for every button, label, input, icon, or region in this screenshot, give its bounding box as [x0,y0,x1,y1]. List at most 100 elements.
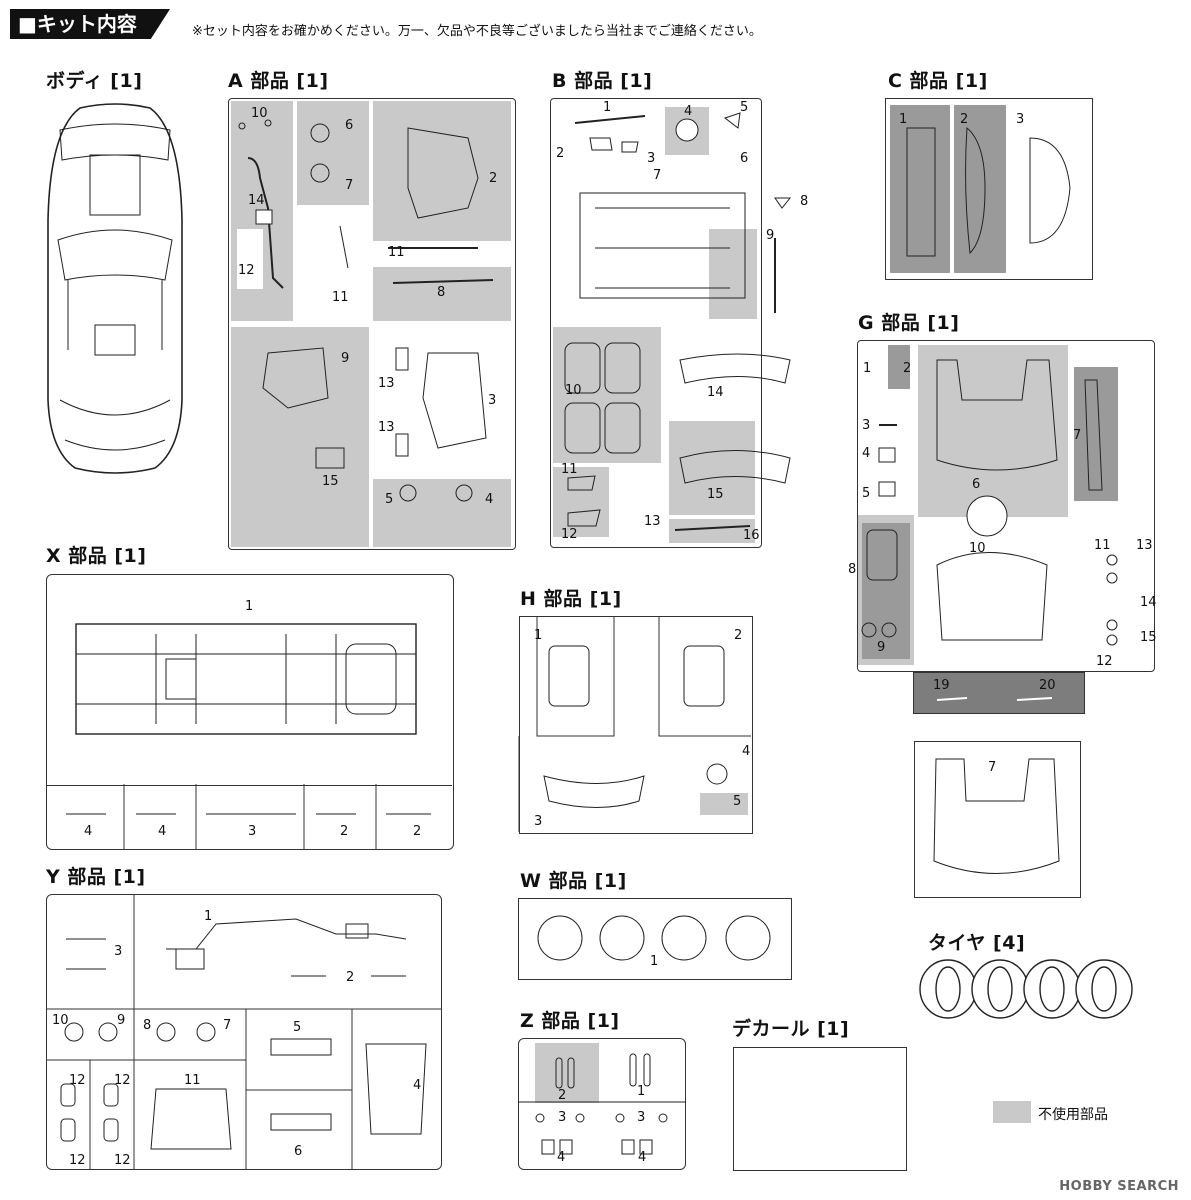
car-body-drawing [47,103,183,474]
tire-title: タイヤ [4] [928,932,1026,954]
c-parts-drawings [906,126,1071,257]
y-num-10: 10 [52,1013,69,1028]
a-cell-6-7 [297,101,369,205]
b-num-12: 12 [561,527,578,542]
b-num-8: 8 [800,194,809,209]
g-num-3: 3 [862,418,871,433]
a-cell-8 [373,267,511,321]
h-num-2: 2 [734,628,743,643]
x-num-4b: 4 [158,824,167,839]
w-parts-title: W 部品 [1] [520,870,627,892]
z-num-4b: 4 [638,1150,647,1165]
z-parts-sprue [518,1038,686,1170]
z-parts-title: Z 部品 [1] [520,1010,620,1032]
a-parts-drawings [238,119,494,502]
y-num-12b: 12 [114,1073,131,1088]
h-parts-drawings [518,616,751,832]
h-num-3: 3 [534,814,543,829]
b-num-13: 13 [644,514,661,529]
c-num-1: 1 [899,112,908,127]
g-num-4: 4 [862,446,871,461]
a-cell-2 [373,101,511,241]
h-num-5: 5 [733,794,742,809]
b-cell-9 [709,229,757,319]
a-num-11b: 11 [332,290,349,305]
kit-contents-note: ※セット内容をお確かめください。万一、欠品や不良等ございましたら当社までご連絡く… [192,24,762,39]
h-parts-sprue [519,616,753,834]
b-num-10: 10 [565,383,582,398]
g-num-7: 7 [1073,428,1082,443]
b-num-3: 3 [647,151,656,166]
y-num-6: 6 [294,1144,303,1159]
x-num-1: 1 [245,599,254,614]
g-num-15: 15 [1140,630,1157,645]
x-num-3: 3 [248,824,257,839]
decal-title: デカール [1] [732,1018,850,1040]
b-parts-drawings [564,112,792,531]
g-cell-7 [1074,367,1118,501]
b-cell-10 [553,327,661,463]
g-part-7-sheet [914,741,1081,898]
g-cell-6 [918,345,1068,517]
a-num-11a: 11 [388,245,405,260]
tire-drawings [919,959,1133,1019]
y-num-8: 8 [143,1018,152,1033]
a-num-4: 4 [485,492,494,507]
g-num-9: 9 [877,640,886,655]
h-cell-5 [700,793,748,815]
body-title: ボディ [1] [46,70,143,92]
z-num-2: 2 [558,1088,567,1103]
z-num-4a: 4 [557,1150,566,1165]
x-parts-title: X 部品 [1] [46,545,147,567]
w-num-1: 1 [650,954,659,969]
g-parts-sprue [857,340,1155,672]
g-num-12: 12 [1096,654,1113,669]
b-parts-title: B 部品 [1] [552,70,653,92]
g-num-2: 2 [903,361,912,376]
b-num-15: 15 [707,487,724,502]
g-num-5: 5 [862,486,871,501]
y-parts-drawings [46,894,442,1170]
g-parts-title: G 部品 [1] [858,312,960,334]
w-parts-sprue [518,898,792,980]
a-num-7: 7 [345,178,354,193]
a-num-8: 8 [437,285,446,300]
a-num-3: 3 [488,393,497,408]
b-num-11: 11 [561,462,578,477]
g-cell-2 [888,345,910,389]
y-parts-sprue [46,894,442,1170]
g-num-11: 11 [1094,538,1111,553]
x-num-2a: 2 [340,824,349,839]
a-cell-9-15 [231,327,369,547]
y-num-5: 5 [293,1020,302,1035]
unused-parts-label: 不使用部品 [1038,1107,1108,1123]
z-cell-2 [535,1043,599,1103]
b-num-2: 2 [556,146,565,161]
h-num-1: 1 [534,628,543,643]
b-cell-16 [669,519,755,543]
y-num-4: 4 [413,1078,422,1093]
g-part-7-drawing [933,758,1060,874]
b-cell-15 [669,421,755,515]
z-parts-drawings [518,1053,686,1155]
a-num-13b: 13 [378,420,395,435]
y-parts-title: Y 部品 [1] [46,866,146,888]
g-num-10: 10 [969,541,986,556]
y-num-9: 9 [117,1013,126,1028]
a-parts-sprue [228,98,516,550]
a-num-2: 2 [489,171,498,186]
z-num-3b: 3 [637,1110,646,1125]
b-num-1: 1 [603,100,612,115]
g-num-7b: 7 [988,760,997,775]
b-cell-11-12 [553,467,609,537]
c-cell-2 [954,105,1006,273]
g-num-6: 6 [972,477,981,492]
watermark: HOBBY SEARCH [1059,1179,1179,1194]
g-num-20: 20 [1039,678,1056,693]
c-parts-title: C 部品 [1] [888,70,988,92]
a-cell-4-5 [373,479,511,547]
g-parts-drawings [861,359,1118,701]
a-num-15: 15 [322,474,339,489]
a-parts-title: A 部品 [1] [228,70,329,92]
g-num-14: 14 [1140,595,1157,610]
